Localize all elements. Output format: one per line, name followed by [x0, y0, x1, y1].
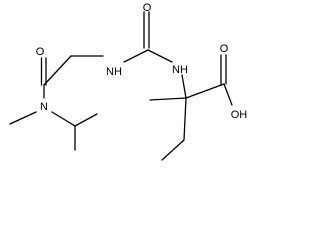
right-nh-label: NH	[172, 64, 188, 76]
urea-oxygen-label: O	[143, 2, 152, 14]
amide-oxygen-label: O	[36, 46, 45, 58]
chemical-structure-diagram: O N NH O NH O OH	[9, 2, 248, 161]
acid-oxygen-label: O	[220, 43, 229, 55]
bond-lines	[9, 11, 233, 161]
left-nh-label: NH	[106, 66, 122, 78]
acid-hydroxyl-label: OH	[231, 109, 248, 121]
atom-labels: O N NH O NH O OH	[36, 2, 248, 121]
amide-nitrogen-label: N	[40, 101, 48, 113]
